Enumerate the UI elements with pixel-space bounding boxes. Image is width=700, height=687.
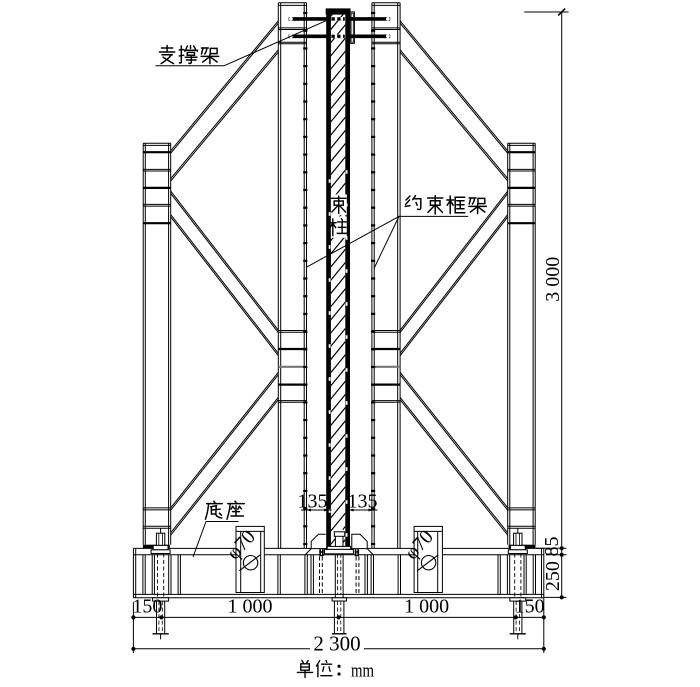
svg-text:1 000: 1 000 (228, 596, 273, 618)
svg-text:150: 150 (515, 596, 545, 618)
svg-text:85: 85 (541, 537, 563, 557)
svg-text:1 000: 1 000 (404, 596, 449, 618)
svg-text:3 000: 3 000 (542, 257, 564, 302)
svg-text:250: 250 (542, 561, 564, 591)
svg-text:mm: mm (351, 661, 374, 682)
svg-text:150: 150 (132, 596, 162, 618)
svg-text:2 300: 2 300 (313, 632, 360, 656)
svg-text:135: 135 (348, 490, 378, 512)
svg-text:135: 135 (298, 490, 328, 512)
